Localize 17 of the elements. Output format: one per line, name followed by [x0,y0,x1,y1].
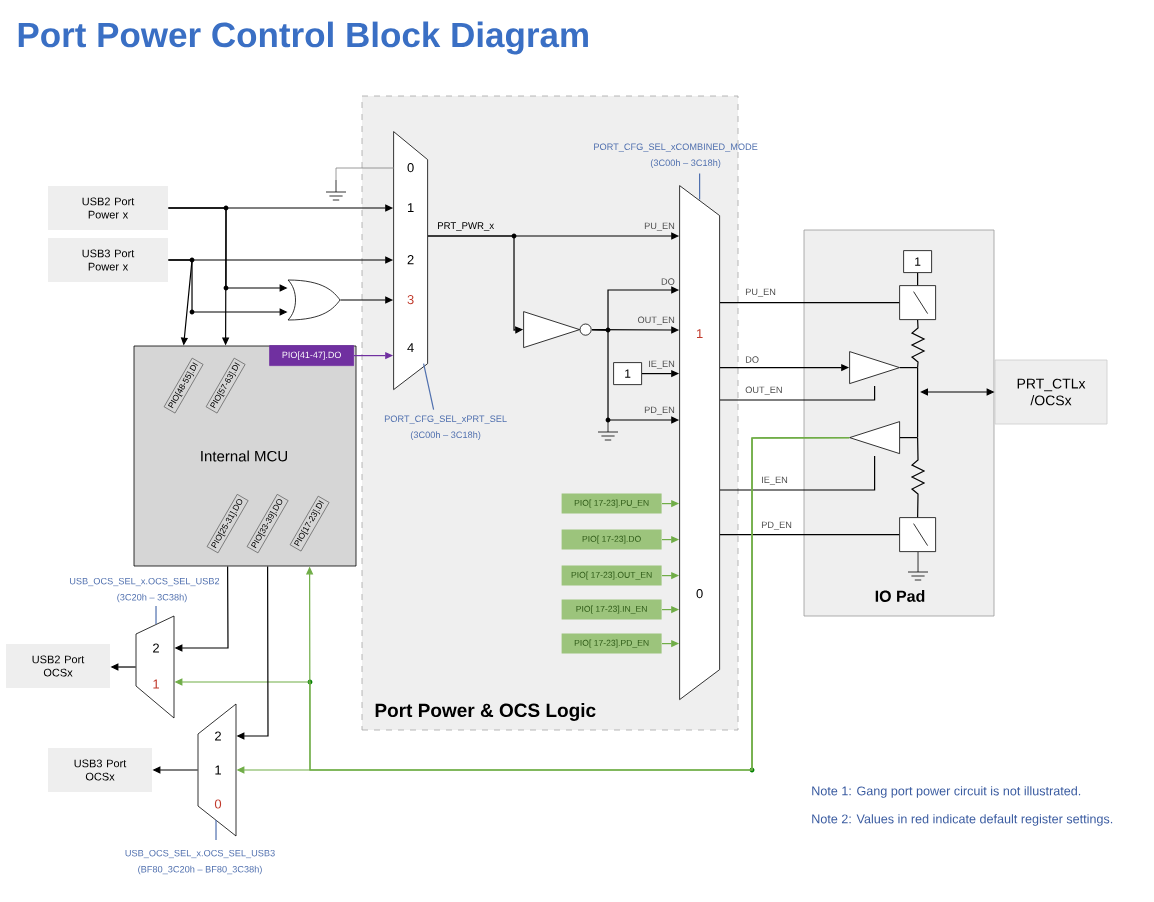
switch-symbol [899,285,936,320]
or-gate [287,279,341,321]
inverter [523,311,592,348]
connector-line [910,437,926,518]
connector-line [910,319,926,368]
input-buffer [849,421,900,454]
connector-line [719,455,876,491]
connector-line [719,302,900,304]
connector-line [899,437,919,439]
diagram-title: Port Power Control Block Diagram [18,21,588,55]
connector-line [719,385,876,401]
connector-line [917,272,919,286]
pad-bus-line [917,367,919,439]
connector-line [719,534,900,536]
switch-symbol [899,517,936,552]
connector-line [899,367,919,369]
output-buffer [849,351,900,384]
